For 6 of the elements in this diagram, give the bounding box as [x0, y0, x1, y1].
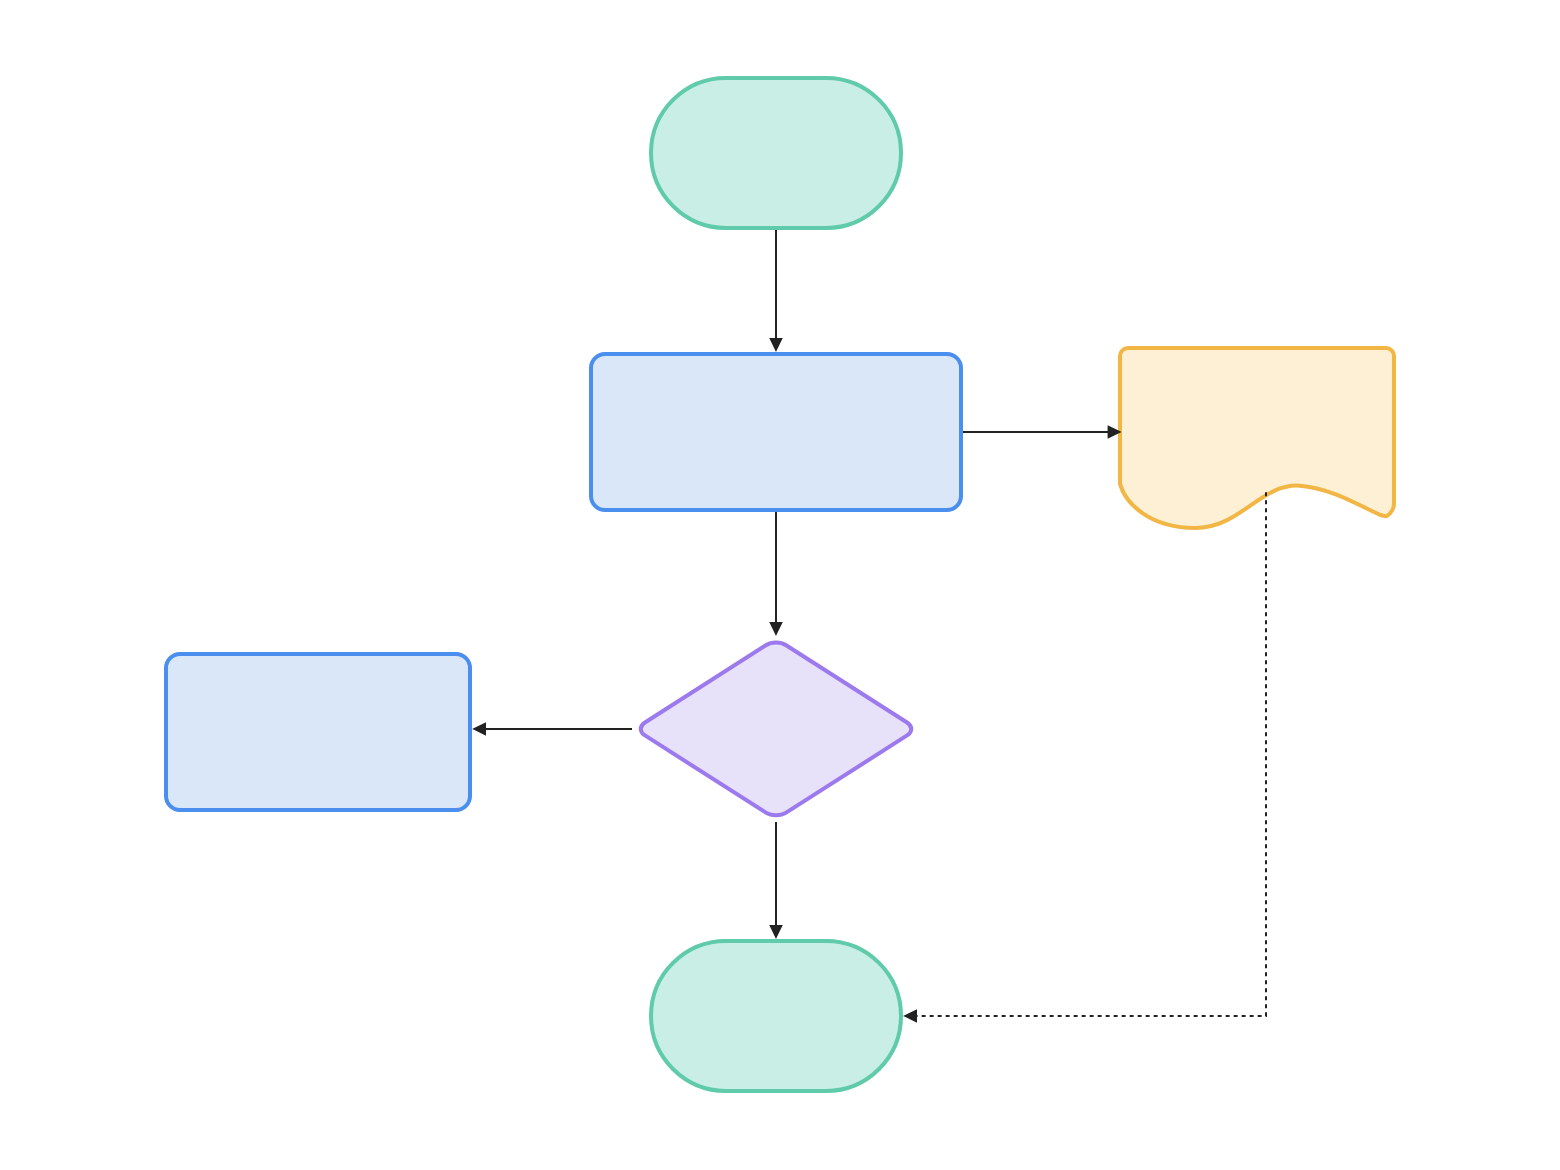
pill-shape — [649, 76, 903, 230]
pill-shape — [649, 938, 903, 1093]
decision-diamond — [638, 640, 914, 818]
process-box — [589, 351, 963, 512]
process-box — [164, 651, 472, 812]
document-shape — [1118, 345, 1396, 530]
